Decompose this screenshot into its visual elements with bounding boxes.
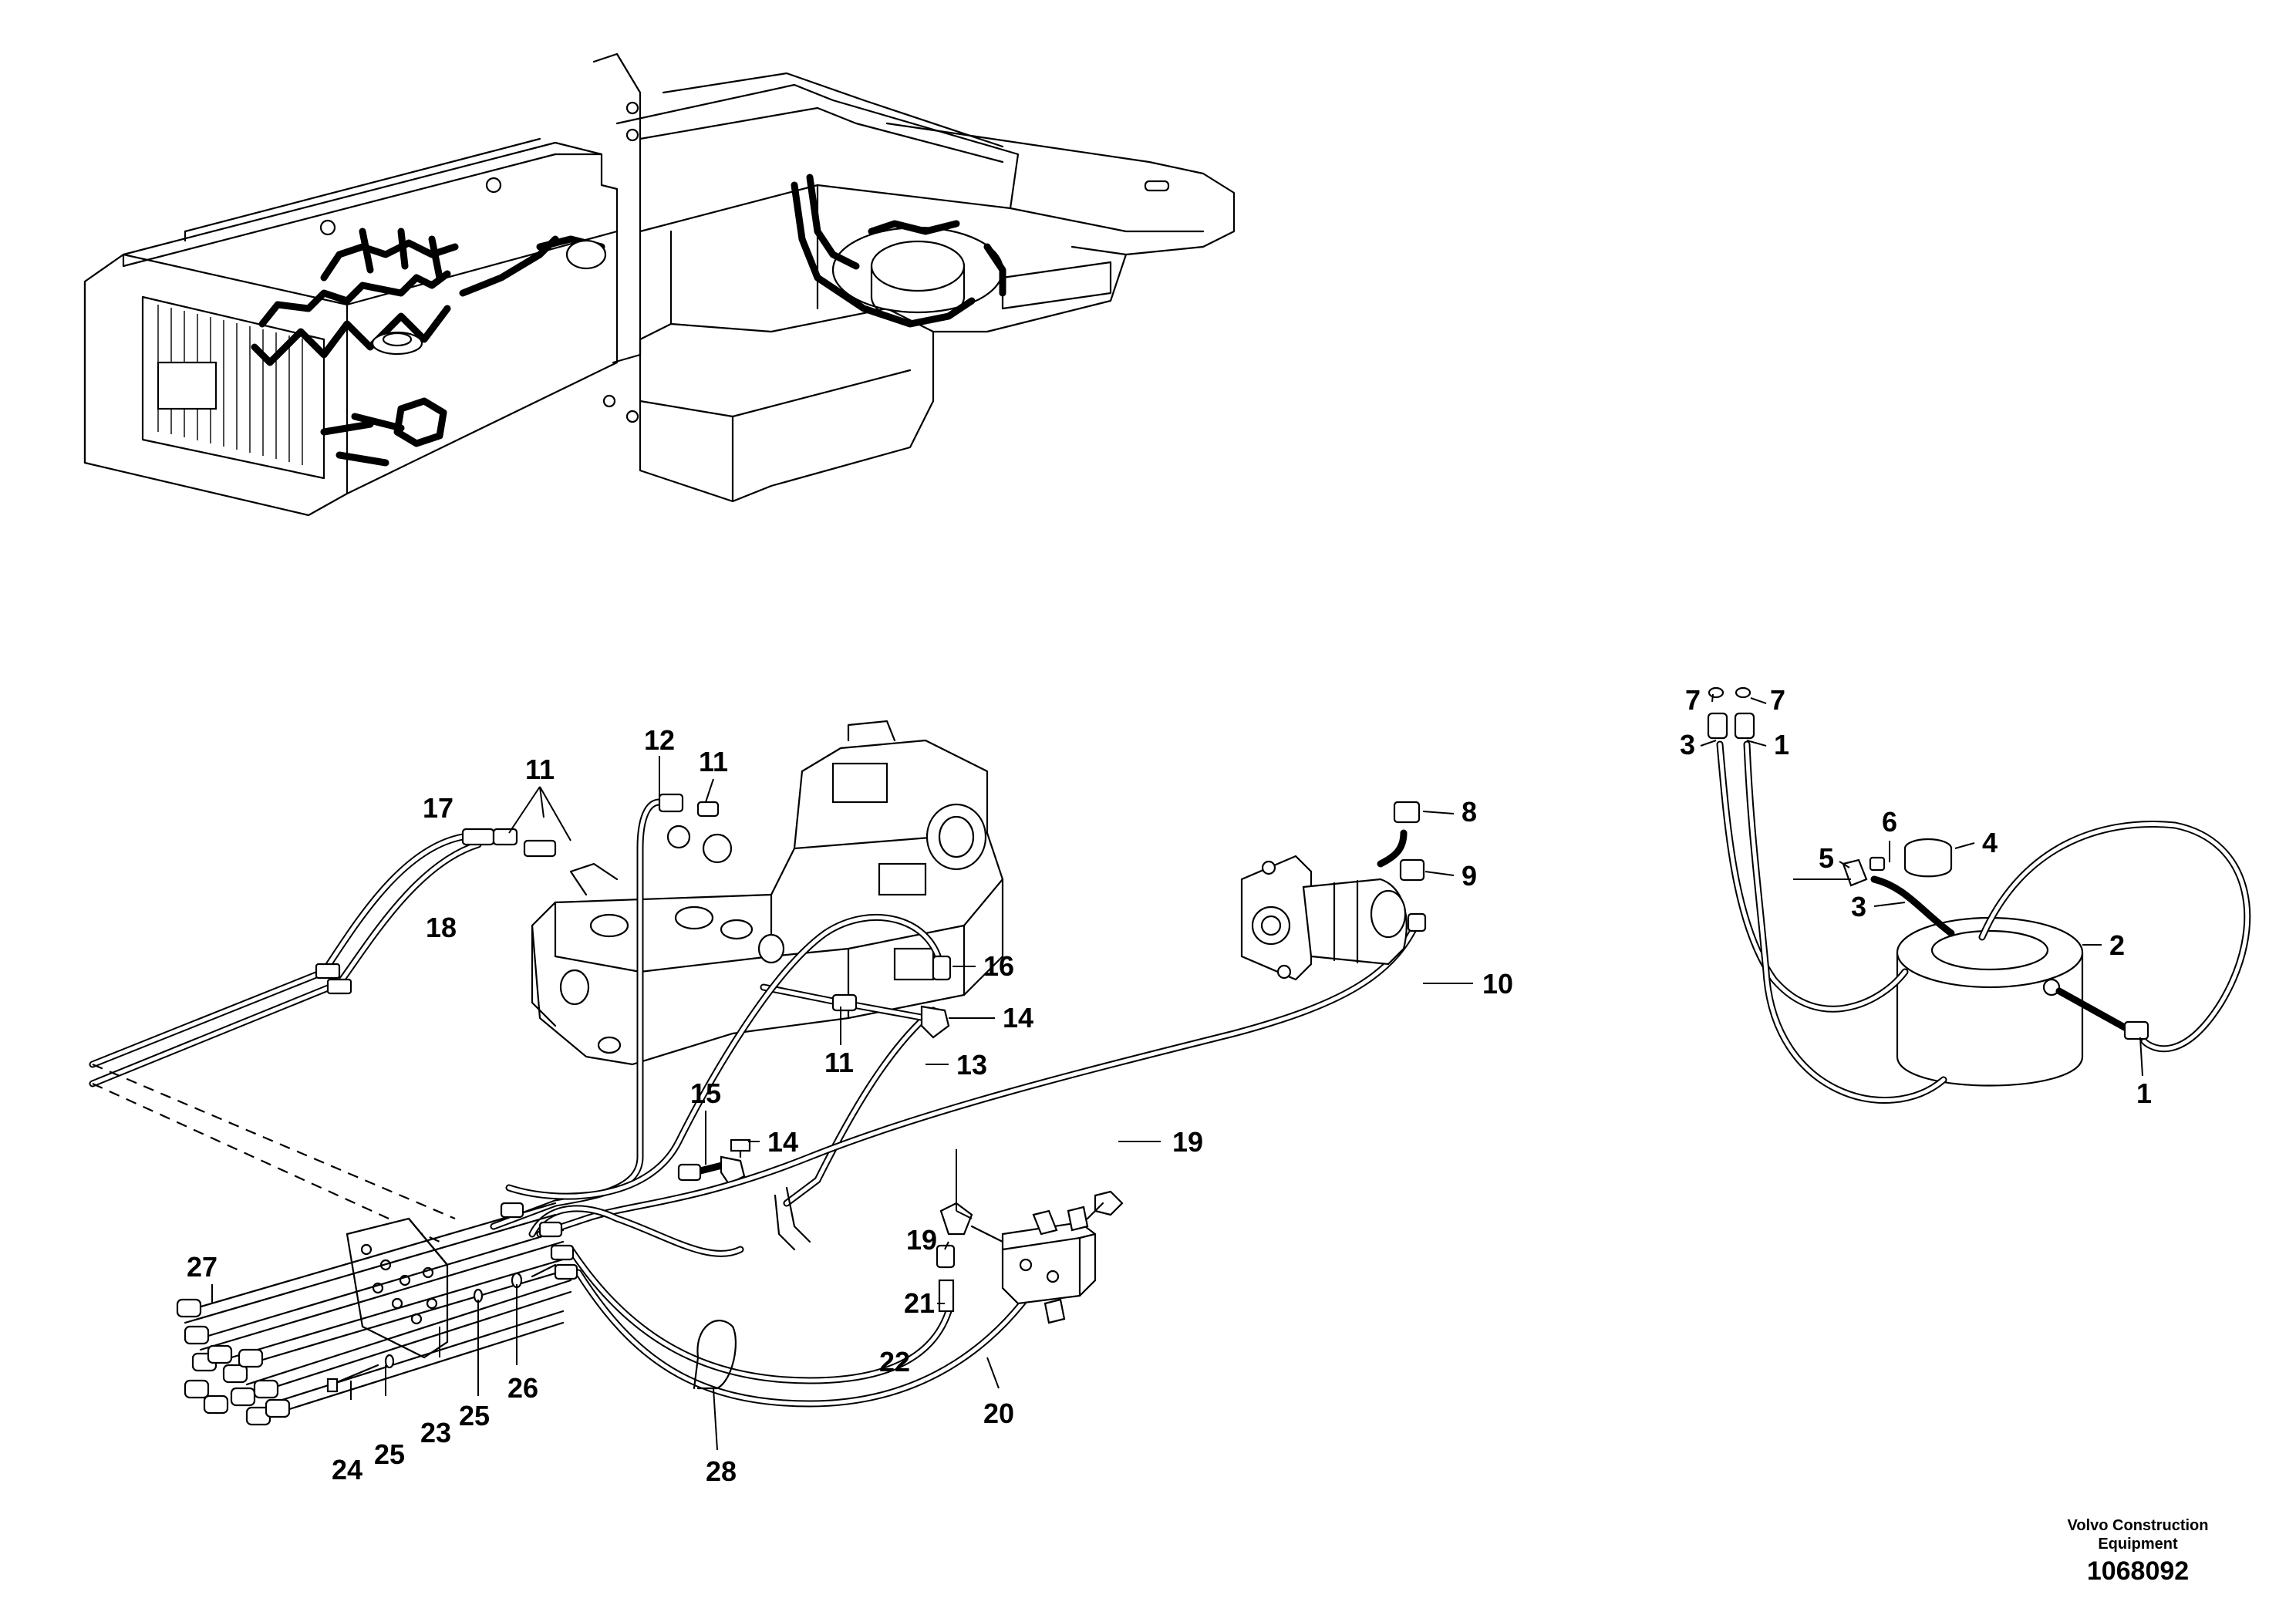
label-18: 18 bbox=[426, 912, 457, 943]
label-3-middle: 3 bbox=[1851, 891, 1866, 922]
label-11-top-right: 11 bbox=[699, 746, 728, 777]
label-8: 8 bbox=[1462, 796, 1477, 828]
label-2: 2 bbox=[2109, 929, 2125, 961]
label-6: 6 bbox=[1882, 806, 1897, 838]
label-14-upper: 14 bbox=[1003, 1002, 1033, 1034]
machine-overview-illustration bbox=[83, 52, 1236, 517]
label-3-top: 3 bbox=[1680, 729, 1695, 760]
label-22: 22 bbox=[879, 1346, 910, 1378]
label-28: 28 bbox=[706, 1455, 737, 1487]
label-17: 17 bbox=[423, 792, 453, 824]
pump-and-hose-assembly bbox=[89, 720, 1427, 1426]
label-21: 21 bbox=[904, 1287, 935, 1319]
label-15: 15 bbox=[690, 1077, 721, 1109]
label-20: 20 bbox=[983, 1398, 1014, 1429]
label-12: 12 bbox=[644, 724, 675, 756]
label-19-right: 19 bbox=[1172, 1126, 1203, 1158]
label-19-left: 19 bbox=[906, 1224, 937, 1256]
label-26: 26 bbox=[507, 1372, 538, 1404]
label-1-bottom: 1 bbox=[2136, 1077, 2152, 1109]
label-27: 27 bbox=[187, 1251, 217, 1283]
label-1-top: 1 bbox=[1774, 729, 1789, 760]
label-25-left: 25 bbox=[374, 1438, 405, 1470]
leader-lines bbox=[211, 693, 2143, 1451]
brand-caption: Volvo Construction Equipment bbox=[2067, 1517, 2209, 1553]
label-14-lower: 14 bbox=[767, 1126, 798, 1158]
label-10: 10 bbox=[1482, 968, 1513, 1000]
label-23: 23 bbox=[420, 1417, 451, 1448]
label-7-right: 7 bbox=[1770, 684, 1785, 716]
label-5: 5 bbox=[1819, 842, 1834, 874]
label-25-right: 25 bbox=[459, 1400, 490, 1431]
label-24: 24 bbox=[332, 1454, 362, 1485]
label-16: 16 bbox=[983, 950, 1014, 982]
label-11-bottom: 11 bbox=[824, 1047, 854, 1078]
label-13: 13 bbox=[956, 1049, 987, 1081]
label-11-top-left: 11 bbox=[525, 754, 555, 785]
item-labels: 7 7 3 1 6 4 5 3 2 1 8 9 10 11 12 11 17 1… bbox=[187, 684, 2152, 1487]
document-number: 1068092 bbox=[2086, 1556, 2190, 1586]
label-7-left: 7 bbox=[1685, 684, 1701, 716]
label-4: 4 bbox=[1982, 827, 1998, 858]
label-9: 9 bbox=[1462, 860, 1477, 892]
swivel-assembly bbox=[1707, 686, 2251, 1104]
